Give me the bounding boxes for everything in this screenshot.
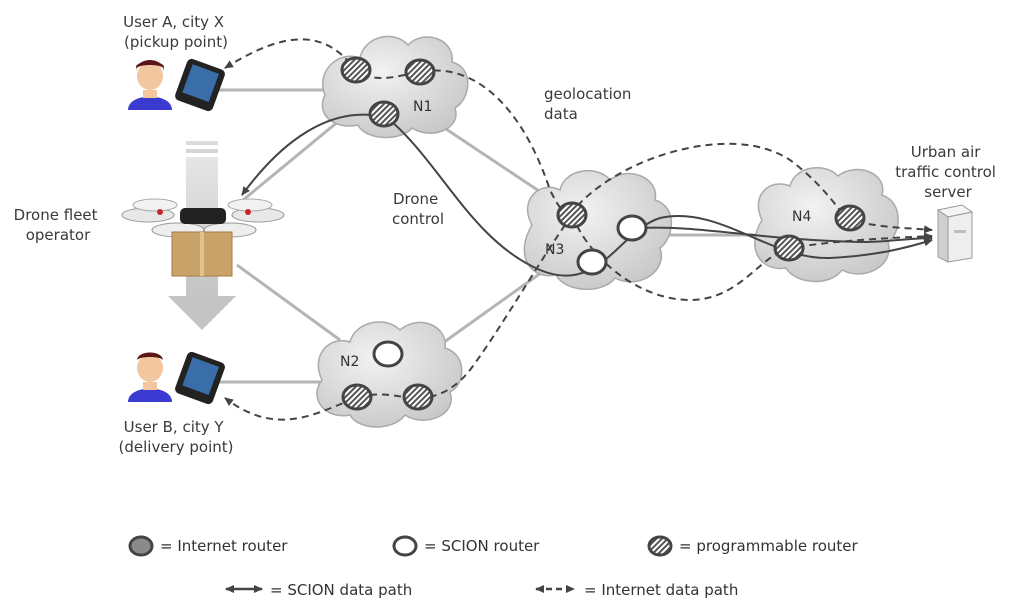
legend-scion-path: = SCION data path: [270, 581, 412, 599]
user-a-person-icon: [128, 60, 172, 110]
router-n3-programmable: [556, 201, 588, 229]
router-n4-programmable-b: [773, 234, 805, 262]
legend: = Internet router = SCION router = progr…: [128, 535, 858, 599]
router-n2-programmable-b: [402, 383, 434, 411]
router-n1-programmable-a: [340, 56, 372, 84]
legend-internet-router: = Internet router: [160, 537, 288, 555]
cloud-n4: [754, 167, 899, 283]
drone-control-label: Drone control: [392, 190, 444, 228]
user-b-label-line2: (delivery point): [119, 438, 234, 456]
server-label: Urban air traffic control server: [895, 143, 1001, 201]
router-n3-scion-b: [576, 248, 608, 276]
router-n4-programmable-a: [834, 204, 866, 232]
legend-scion-router: = SCION router: [424, 537, 540, 555]
cloud-n3: [523, 170, 673, 291]
legend-internet-path: = Internet data path: [584, 581, 738, 599]
router-n1-programmable-b: [404, 58, 436, 86]
node-label-n2: N2: [340, 354, 359, 370]
legend-scion-router-icon: [392, 535, 418, 557]
operator-label-line1: Drone fleet: [14, 206, 98, 224]
geolocation-label-line1: geolocation: [544, 85, 631, 103]
network-links: [215, 88, 760, 384]
user-a-phone-icon: [175, 58, 225, 112]
router-n1-programmable-c: [368, 100, 400, 128]
server-label-line1: Urban air: [911, 143, 981, 161]
server-icon: [936, 204, 974, 263]
operator-label-line2: operator: [26, 226, 91, 244]
legend-programmable-router-icon: [647, 535, 673, 557]
server-label-line2: traffic control: [895, 163, 996, 181]
node-label-n3: N3: [545, 242, 564, 258]
router-n2-programmable-a: [341, 383, 373, 411]
legend-programmable-router: = programmable router: [679, 537, 858, 555]
user-a-label-line1: User A, city X: [123, 13, 224, 31]
scion-data-paths: [241, 113, 933, 277]
user-b-label-line1: User B, city Y: [124, 418, 225, 436]
legend-internet-router-icon: [128, 535, 154, 557]
router-n3-scion-a: [616, 214, 648, 242]
geolocation-label: geolocation data: [544, 85, 636, 123]
node-label-n4: N4: [792, 209, 811, 225]
drone-control-label-line1: Drone: [393, 190, 438, 208]
router-n2-scion: [372, 340, 404, 368]
user-a-label-line2: (pickup point): [124, 33, 228, 51]
drone-icon: [121, 198, 285, 277]
user-b-label: User B, city Y (delivery point): [119, 418, 234, 456]
user-b-phone-icon: [175, 351, 225, 405]
drone-control-label-line2: control: [392, 210, 444, 228]
geolocation-label-line2: data: [544, 105, 578, 123]
node-label-n1: N1: [413, 99, 432, 115]
user-b-person-icon: [128, 352, 172, 402]
server-label-line3: server: [924, 183, 972, 201]
user-a-label: User A, city X (pickup point): [123, 13, 229, 51]
operator-label: Drone fleet operator: [14, 206, 103, 244]
